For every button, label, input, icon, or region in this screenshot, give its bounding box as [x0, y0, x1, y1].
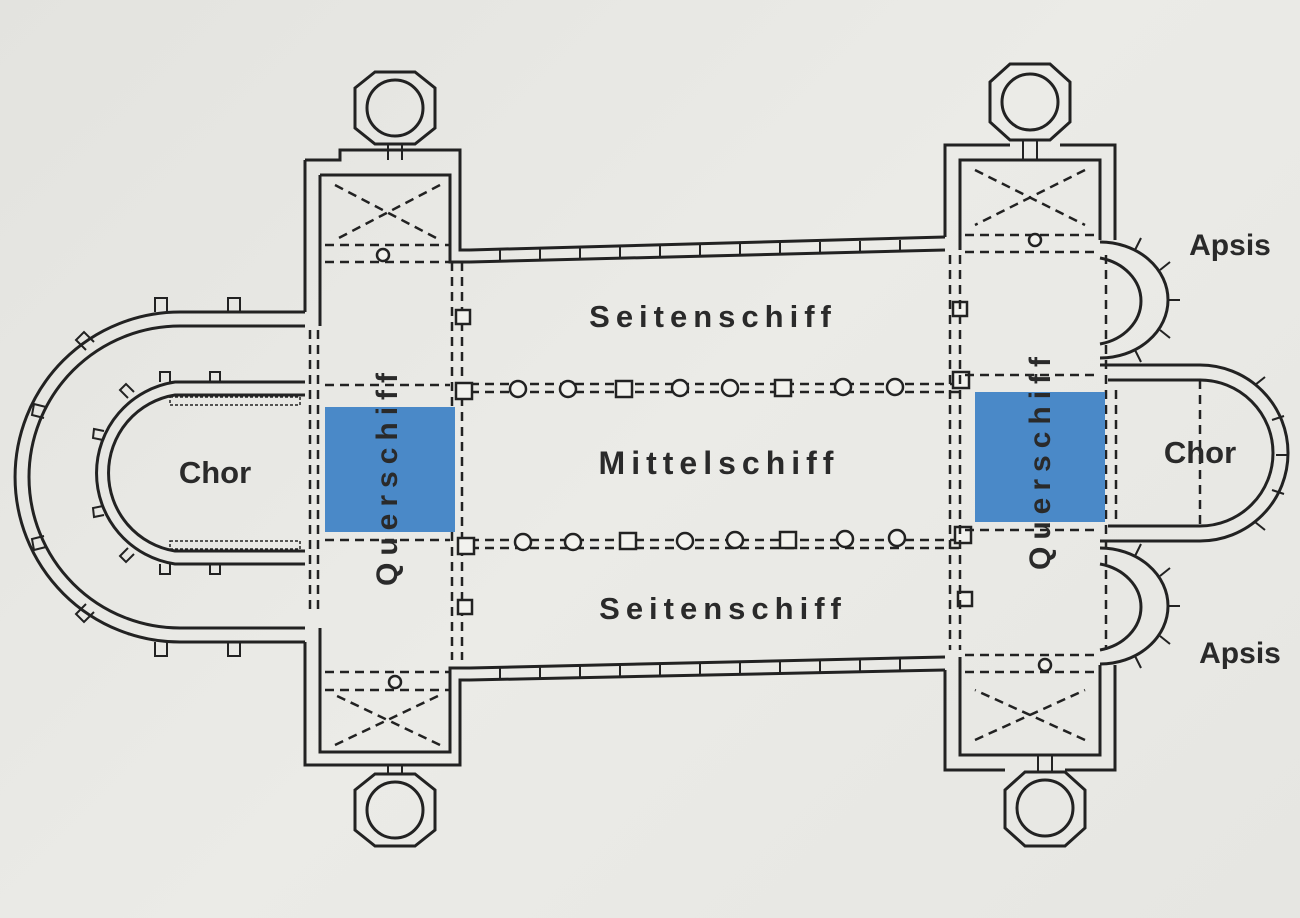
west-choir [13, 297, 305, 657]
east-choir [1100, 363, 1290, 543]
label-querschiff-west: Querschiff [371, 366, 404, 586]
west-transept [303, 70, 470, 848]
label-chor-west: Chor [179, 455, 251, 490]
west-crossing-highlight [325, 407, 455, 532]
south-arcade [456, 525, 974, 616]
west-south-tower [353, 674, 437, 848]
east-north-tower [988, 62, 1072, 248]
label-apsis-north: Apsis [1189, 229, 1271, 262]
label-chor-east: Chor [1164, 435, 1236, 470]
east-crossing-highlight [975, 392, 1105, 522]
label-seitenschiff-south: Seitenschiff [599, 591, 847, 626]
east-transept [943, 62, 1118, 848]
west-north-tower [353, 70, 437, 263]
label-seitenschiff-north: Seitenschiff [589, 299, 837, 334]
label-querschiff-east: Querschiff [1024, 350, 1057, 570]
label-mittelschiff: Mittelschiff [599, 445, 840, 481]
east-south-tower [1003, 657, 1087, 848]
south-apse [1099, 543, 1180, 669]
north-apse [1099, 237, 1180, 363]
label-apsis-south: Apsis [1199, 637, 1281, 670]
nave-walls [469, 235, 960, 682]
